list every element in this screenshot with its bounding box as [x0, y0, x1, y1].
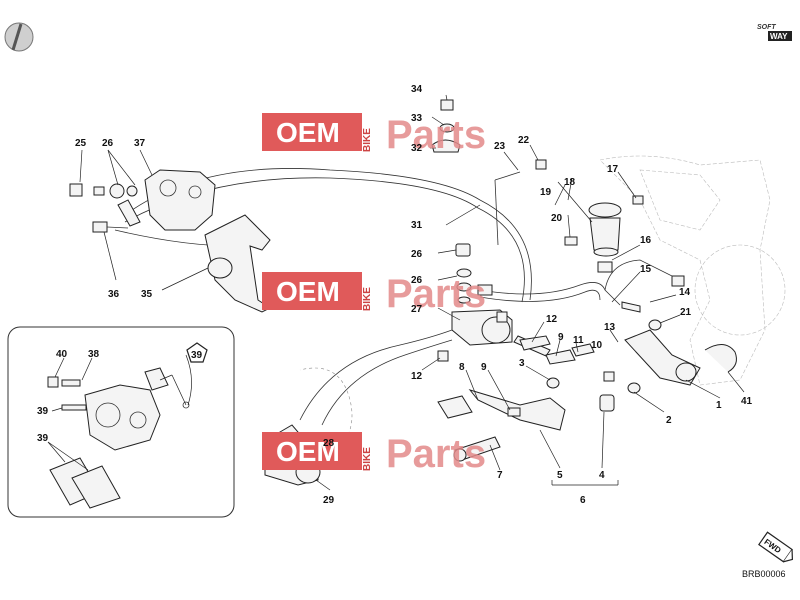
callout-7: 7: [497, 470, 503, 481]
logo-line1: SOFT: [757, 24, 776, 31]
callout-19: 18: [564, 177, 576, 188]
callout-24: 23: [494, 141, 506, 152]
watermark-1: OEM BIKE Parts: [262, 113, 486, 157]
callout-26b: 26: [411, 275, 423, 286]
callout-16: 15: [640, 264, 652, 275]
callout-31: 32: [411, 143, 423, 154]
callout-25a: 25: [75, 138, 87, 149]
callout-4: 4: [599, 470, 605, 481]
callout-6: 6: [580, 495, 586, 506]
callout-38: 39: [37, 433, 49, 444]
callout-39a: 39: [191, 350, 203, 361]
callout-17: 16: [640, 235, 652, 246]
pentagon-marker: [186, 342, 208, 363]
leader-lines: [47, 94, 745, 491]
callout-1: 1: [716, 400, 722, 411]
callout-10: 10: [591, 340, 603, 351]
callout-3: 3: [519, 358, 525, 369]
callout-35: 36: [108, 289, 120, 300]
watermark-main: OEM: [276, 436, 340, 467]
caliper-bracket: [204, 214, 271, 313]
logo-line2: WAY: [770, 32, 788, 41]
diagram-code: BRB00006: [742, 569, 786, 579]
detail-inset: [7, 326, 235, 518]
watermark-3: OEM BIKE Parts: [262, 432, 486, 476]
callout-23: 22: [518, 135, 530, 146]
detail-arrow: [299, 329, 453, 426]
callout-39b: 39: [37, 406, 49, 417]
callout-32: 33: [411, 113, 423, 124]
fluid-reservoir: [564, 195, 685, 331]
callout-25b: 26: [411, 249, 423, 260]
watermark-side: BIKE: [362, 128, 373, 152]
callout-26a: 26: [102, 138, 114, 149]
callout-18: 17: [607, 164, 619, 175]
callout-37: 38: [88, 349, 100, 360]
rear-caliper: [69, 169, 216, 233]
softway-logo: SOFT WAY: [757, 24, 792, 41]
watermark-tail: Parts: [386, 272, 486, 316]
master-cylinder-assembly: [451, 243, 551, 357]
watermark-tail: Parts: [386, 113, 486, 157]
callout-9a: 9: [558, 332, 564, 343]
engine-outline: [599, 155, 786, 386]
callout-41: 41: [741, 396, 753, 407]
callout-29: 29: [323, 495, 335, 506]
callout-8: 8: [459, 362, 465, 373]
callout-21: 20: [551, 213, 563, 224]
watermark-side: BIKE: [362, 447, 373, 471]
callout-33: 34: [411, 84, 423, 95]
italian-flag-icon: [4, 22, 34, 52]
callout-15: 14: [679, 287, 691, 298]
callout-27: 27: [411, 304, 423, 315]
callout-9b: 9: [481, 362, 487, 373]
callout-30: 31: [411, 220, 423, 231]
callout-34: 35: [141, 289, 153, 300]
callout-40: 40: [56, 349, 68, 360]
callout-13: 12: [546, 314, 558, 325]
callout-5: 5: [557, 470, 563, 481]
callout-14: 13: [604, 322, 616, 333]
callout-labels: 25 26 37 36 35 34 33 32 23 22 31 26 26 2…: [37, 84, 753, 506]
watermark-2: OEM BIKE Parts: [262, 272, 486, 316]
watermark-main: OEM: [276, 276, 340, 307]
brake-pedal: [437, 389, 566, 462]
callout-20: 19: [540, 187, 552, 198]
callout-28: 28: [323, 438, 335, 449]
watermark-main: OEM: [276, 117, 340, 148]
callout-36: 37: [134, 138, 146, 149]
forward-direction-badge: FWD: [758, 531, 793, 563]
watermark-tail: Parts: [386, 432, 486, 476]
callout-12: 12: [411, 371, 423, 382]
callout-11: 11: [573, 335, 584, 346]
pedal-linkage: [437, 329, 737, 412]
hose-clip: [431, 99, 547, 170]
callout-22: 21: [680, 307, 692, 318]
callout-2: 2: [666, 415, 672, 426]
watermark-side: BIKE: [362, 287, 373, 311]
